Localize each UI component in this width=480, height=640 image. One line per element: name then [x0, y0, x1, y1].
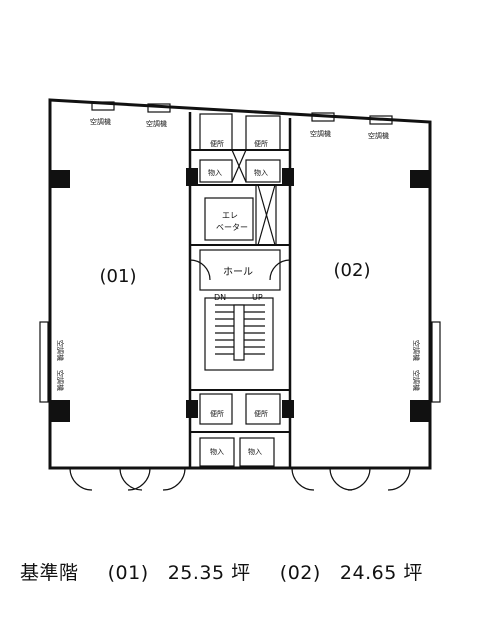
stair-well — [204, 297, 274, 371]
bottom-toilet-left — [199, 393, 233, 425]
left-window-bank — [39, 321, 49, 403]
storage-label: 物入 — [208, 168, 222, 177]
top-storage-right — [245, 159, 281, 183]
aircon-label: 空調機 — [90, 117, 111, 126]
elevator-label-1: エレ — [222, 211, 238, 220]
bottom-doors-left — [69, 467, 186, 491]
column — [186, 168, 198, 186]
unit2-area: 24.65 — [339, 562, 397, 584]
floor-plan: (01) (02) ホール エレ ベーター DN UP 便所 便所 物入 物入 … — [39, 98, 441, 491]
aircon-label: 空調機 — [56, 370, 65, 391]
top-storage-left — [199, 159, 233, 183]
floor-label: 基準階 — [20, 562, 79, 584]
column — [50, 400, 70, 422]
toilet-label: 便所 — [210, 409, 224, 418]
toilet-label: 便所 — [254, 409, 268, 418]
aircon-label: 空調機 — [368, 131, 389, 140]
aircon-unit — [147, 103, 171, 113]
unit-right-label: (02) — [334, 260, 371, 281]
aircon-label: 空調機 — [310, 129, 331, 138]
column — [282, 168, 294, 186]
elevator-shaft — [204, 197, 254, 241]
bottom-doors-right — [291, 467, 411, 491]
hall-room — [199, 249, 281, 291]
column — [282, 400, 294, 418]
aircon-unit — [311, 112, 335, 122]
aircon-label: 空調機 — [56, 340, 65, 361]
storage-label: 物入 — [210, 447, 224, 456]
unit1-label: (01) — [107, 562, 149, 584]
unit1-area: 25.35 — [167, 562, 225, 584]
column — [50, 170, 70, 188]
aircon-label: 空調機 — [146, 119, 167, 128]
hall-label: ホール — [223, 266, 253, 278]
aircon-label: 空調機 — [412, 370, 421, 391]
tsubo-label-2: 坪 — [403, 562, 423, 584]
right-window-bank — [431, 321, 441, 403]
aircon-unit — [369, 115, 393, 125]
aircon-unit — [91, 101, 115, 111]
floor-area-caption: 基準階 (01) 25.35 坪 (02) 24.65 坪 — [20, 558, 460, 586]
stair-down-label: DN — [214, 293, 226, 302]
bottom-storage-left — [199, 437, 235, 467]
tsubo-label-1: 坪 — [231, 562, 251, 584]
bottom-toilet-right — [245, 393, 281, 425]
unit-left-label: (01) — [100, 266, 137, 287]
elevator-label-2: ベーター — [216, 223, 248, 232]
outer-wall — [48, 98, 432, 470]
toilet-label: 便所 — [254, 139, 268, 148]
bottom-storage-right — [239, 437, 275, 467]
storage-label: 物入 — [248, 447, 262, 456]
stair-up-label: UP — [252, 293, 263, 302]
column — [186, 400, 198, 418]
column — [410, 400, 430, 422]
toilet-label: 便所 — [210, 139, 224, 148]
column — [410, 170, 430, 188]
aircon-label: 空調機 — [412, 340, 421, 361]
unit2-label: (02) — [279, 562, 321, 584]
storage-label: 物入 — [254, 168, 268, 177]
